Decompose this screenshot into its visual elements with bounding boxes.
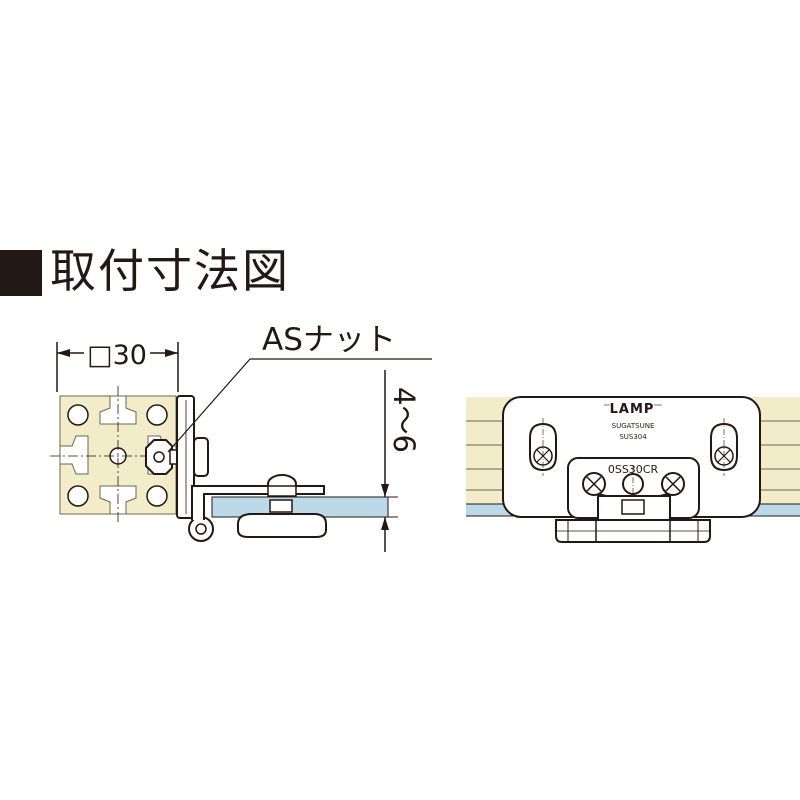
material-text: SUS304 <box>619 433 647 441</box>
lamp-logo: LAMP <box>610 402 655 417</box>
hinge-knuckle <box>555 495 711 543</box>
left-mounting-slot <box>529 418 557 476</box>
profile-size-label: □30 <box>87 340 147 371</box>
side-view: □30 <box>50 322 432 552</box>
thickness-dimension: 4〜6 <box>342 370 421 552</box>
thickness-range-label: 4〜6 <box>387 387 421 453</box>
nut-callout-label: ASナット <box>262 322 396 358</box>
hinge-leaf <box>188 485 325 542</box>
section-title: 取付寸法図 <box>0 244 420 300</box>
profile-width-dimension: □30 <box>56 338 179 392</box>
title-text: 取付寸法図 <box>50 244 290 298</box>
glass-clamp <box>237 474 327 538</box>
nut-callout: ASナット <box>167 322 432 453</box>
maker-text: SUGATSUNE <box>612 422 655 430</box>
right-mounting-slot <box>710 418 738 476</box>
title-bullet-square <box>0 250 42 296</box>
front-view: LAMP SUGATSUNE SUS304 0SS30CR <box>466 396 800 543</box>
